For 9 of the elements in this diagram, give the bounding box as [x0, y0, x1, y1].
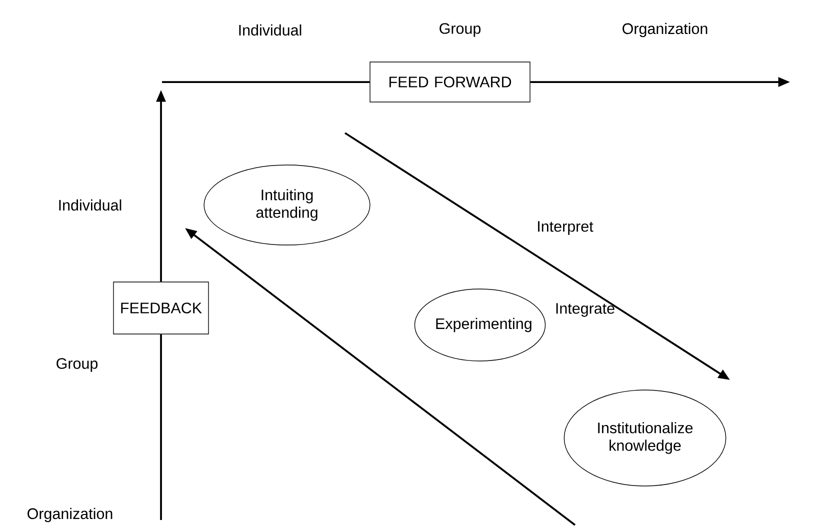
axis-label: Interpret — [538, 221, 594, 235]
axis-label: Group — [440, 23, 481, 37]
axis-label: Group — [56, 358, 98, 372]
axis-label: Organization — [622, 22, 708, 38]
axis-label: Individual — [239, 24, 302, 36]
axis-label: Organization — [28, 508, 112, 522]
label-box: FEED FORWARD — [370, 62, 530, 102]
label-box: FEEDBACK — [113, 282, 209, 334]
axis-label: Individual — [59, 199, 122, 211]
